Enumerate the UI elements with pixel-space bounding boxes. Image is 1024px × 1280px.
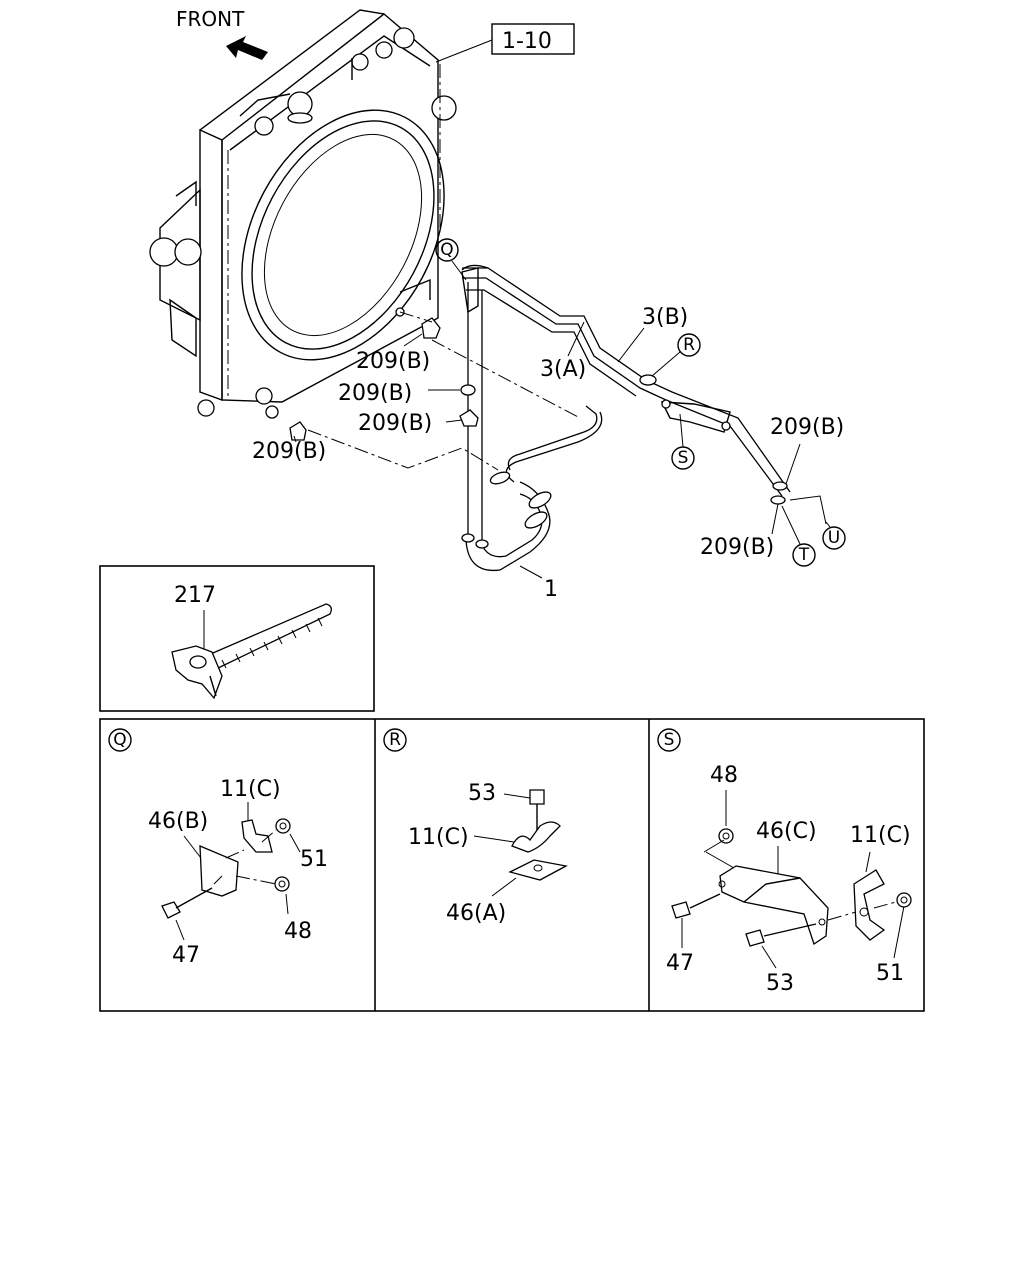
label-209b-5: 209(B) xyxy=(770,415,844,440)
main-labels: 209(B) 209(B) 209(B) 209(B) 3(A) 3(B) 20… xyxy=(252,305,844,602)
svg-text:Q: Q xyxy=(440,240,453,260)
svg-text:T: T xyxy=(798,545,810,565)
detail-q-id: Q xyxy=(113,730,126,750)
label-3b: 3(B) xyxy=(642,305,688,330)
radiator-assembly xyxy=(149,9,457,419)
detail-r-label-53: 53 xyxy=(468,781,496,806)
label-209b-4: 209(B) xyxy=(252,439,326,464)
label-3a: 3(A) xyxy=(540,357,586,382)
detail-s-label-11c: 11(C) xyxy=(850,823,911,848)
label-1: 1 xyxy=(544,577,558,602)
detail-s: S 48 46(C) 11(C) 47 53 51 xyxy=(657,728,912,996)
callout-s: S xyxy=(671,413,695,470)
cooler-hoses xyxy=(289,264,827,572)
svg-text:U: U xyxy=(828,528,840,548)
front-label: FRONT xyxy=(176,7,245,31)
detail-q-label-51: 51 xyxy=(300,847,328,872)
detail-s-label-53: 53 xyxy=(766,971,794,996)
detail-r-id: R xyxy=(389,730,401,750)
cable-tie-icon xyxy=(171,603,332,700)
callout-t: T xyxy=(781,505,816,567)
detail-s-label-47: 47 xyxy=(666,951,694,976)
detail-r: R 53 11(C) 46(A) xyxy=(383,728,568,926)
detail-s-label-46c: 46(C) xyxy=(756,819,817,844)
label-209b-1: 209(B) xyxy=(356,349,430,374)
callout-r: R xyxy=(651,333,701,377)
callouts: Q R S T U xyxy=(435,238,846,567)
callout-q: Q xyxy=(435,238,467,281)
detail-s-id: S xyxy=(664,730,675,750)
cable-tie-panel: 217 xyxy=(99,565,375,712)
svg-text:R: R xyxy=(683,335,695,355)
detail-q-label-46b: 46(B) xyxy=(148,809,208,834)
label-217: 217 xyxy=(174,583,216,608)
callout-u: U xyxy=(822,521,846,550)
svg-text:S: S xyxy=(678,448,689,468)
front-arrow-icon xyxy=(226,36,268,60)
detail-s-label-48: 48 xyxy=(710,763,738,788)
detail-q-label-11c: 11(C) xyxy=(220,777,281,802)
detail-q-label-47: 47 xyxy=(172,943,200,968)
reference-box: 1-10 xyxy=(435,23,575,63)
label-209b-6: 209(B) xyxy=(700,535,774,560)
detail-r-label-11c: 11(C) xyxy=(408,825,469,850)
label-209b-2: 209(B) xyxy=(338,381,412,406)
front-indicator: FRONT xyxy=(176,7,268,60)
detail-q-label-48: 48 xyxy=(284,919,312,944)
detail-s-label-51: 51 xyxy=(876,961,904,986)
detail-q: Q 11(C) 46(B) 51 47 48 xyxy=(108,728,328,968)
detail-r-label-46a: 46(A) xyxy=(446,901,506,926)
reference-box-label: 1-10 xyxy=(502,29,552,54)
label-209b-3: 209(B) xyxy=(358,411,432,436)
